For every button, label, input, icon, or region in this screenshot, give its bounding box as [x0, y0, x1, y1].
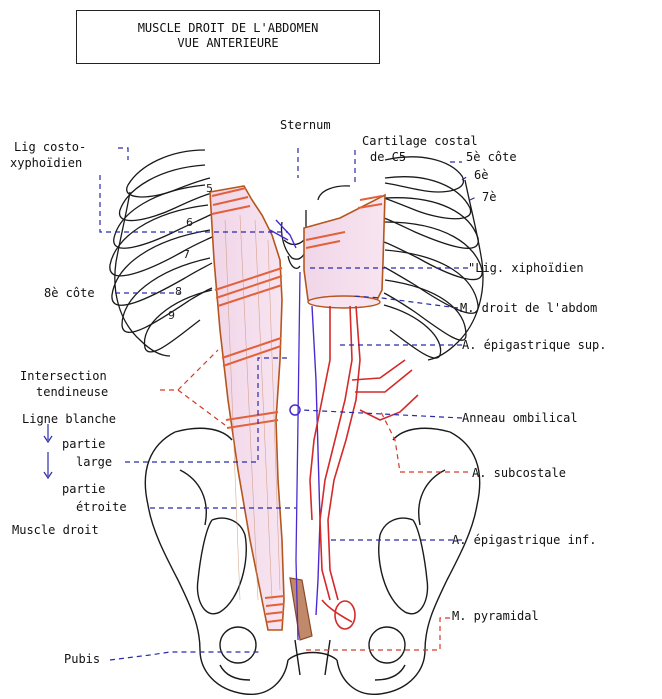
label-partie-2: partie [62, 482, 105, 496]
label-cote-8: 8è côte [44, 286, 95, 300]
rectus-muscle-right-upper [304, 195, 385, 308]
ligne-blanche-arrows [44, 424, 52, 478]
epigastric-arteries [310, 306, 418, 622]
label-lig-xiphoidien: "Lig. xiphoïdien [468, 261, 584, 275]
label-intersection-2: tendineuse [36, 385, 108, 399]
label-cote-5: 5è côte [466, 150, 517, 164]
label-a-epigastrique-inf: A. épigastrique inf. [452, 533, 597, 547]
artery-stump [335, 601, 355, 629]
label-m-droit-abdom: M. droit de l'abdom [460, 301, 597, 315]
label-intersection-1: Intersection [20, 369, 107, 383]
label-ligne-blanche: Ligne blanche [22, 412, 116, 426]
label-cartilage-1: Cartilage costal [362, 134, 478, 148]
label-lig-costo-2: xyphoïdien [10, 156, 82, 170]
title-box: MUSCLE DROIT DE L'ABDOMEN VUE ANTERIEURE [76, 10, 380, 64]
rib-number-7: 7 [183, 248, 190, 261]
label-anneau-ombilical: Anneau ombilical [462, 411, 578, 425]
label-a-subcostale: A. subcostale [472, 466, 566, 480]
label-cote-7: 7è [482, 190, 496, 204]
rib-cage-right [384, 157, 483, 360]
pelvis [145, 428, 479, 694]
rib-number-5: 5 [206, 182, 213, 195]
label-sternum: Sternum [280, 118, 331, 132]
label-partie-1: partie [62, 437, 105, 451]
label-muscle-droit: Muscle droit [12, 523, 99, 537]
label-lig-costo-1: Lig costo- [14, 140, 86, 154]
label-large: large [76, 455, 112, 469]
label-m-pyramidal: M. pyramidal [452, 609, 539, 623]
rib-cage-left [110, 150, 212, 356]
title-line-2: VUE ANTERIEURE [77, 36, 379, 51]
title-line-1: MUSCLE DROIT DE L'ABDOMEN [77, 21, 379, 36]
label-a-epigastrique-sup: A. épigastrique sup. [462, 338, 607, 352]
pyramidal-muscle [290, 578, 312, 640]
rib-number-8: 8 [175, 285, 182, 298]
label-cote-6: 6è [474, 168, 488, 182]
rib-number-9: 9 [168, 309, 175, 322]
label-cartilage-2: de C5 [370, 150, 406, 164]
label-pubis: Pubis [64, 652, 100, 666]
rectus-muscle-left [210, 186, 284, 630]
label-etroite: étroite [76, 500, 127, 514]
rib-number-6: 6 [186, 216, 193, 229]
